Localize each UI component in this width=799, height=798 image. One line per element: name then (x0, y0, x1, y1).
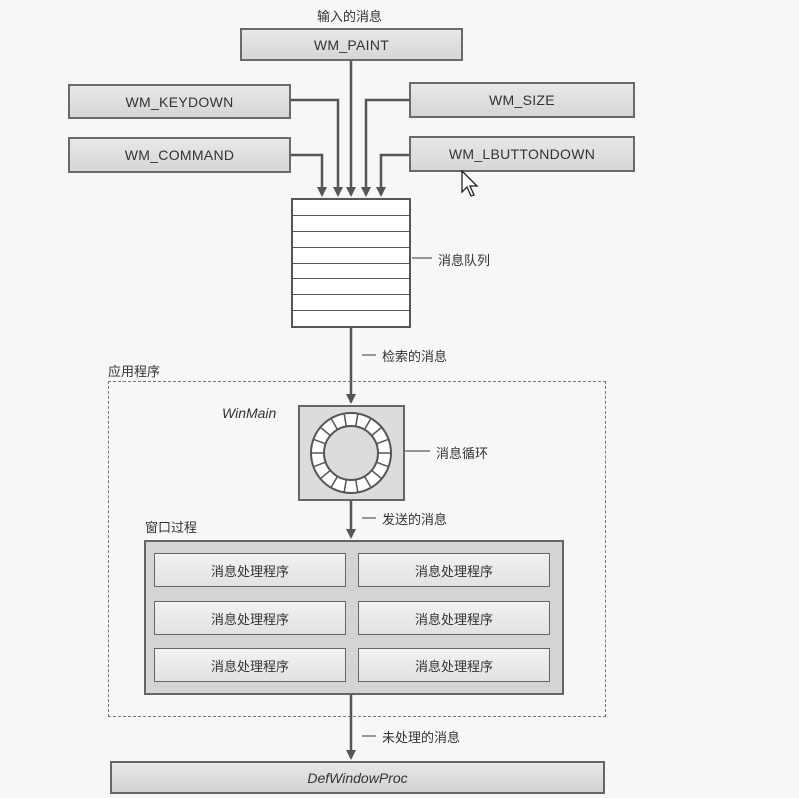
queue-slot (293, 295, 409, 312)
queue-slot (293, 216, 409, 232)
wm-size-box: WM_SIZE (409, 82, 635, 118)
message-loop-label: 消息循环 (436, 447, 489, 462)
sent-messages-label: 发送的消息 (382, 513, 448, 528)
mouse-cursor-icon (461, 170, 479, 197)
application-label: 应用程序 (108, 365, 161, 380)
message-handler: 消息处理程序 (358, 648, 550, 682)
wm-keydown-box: WM_KEYDOWN (68, 84, 291, 119)
arrow-command (290, 153, 327, 197)
queue-slot (293, 232, 409, 248)
queue-slot (293, 279, 409, 296)
queue-slot (293, 200, 409, 216)
application-region (108, 381, 606, 717)
message-handler: 消息处理程序 (154, 601, 346, 635)
retrieved-messages-label: 检索的消息 (382, 350, 448, 365)
wm-command-box: WM_COMMAND (68, 137, 291, 173)
arrow-keydown (290, 98, 343, 197)
message-handler: 消息处理程序 (154, 553, 346, 587)
window-procedure-label: 窗口过程 (145, 521, 198, 536)
wm-lbuttondown-box: WM_LBUTTONDOWN (409, 136, 635, 172)
message-handler: 消息处理程序 (358, 553, 550, 587)
arrow-lbuttondown (376, 153, 409, 197)
message-loop-ring-icon (310, 412, 392, 494)
arrow-size (361, 98, 409, 197)
input-messages-label: 输入的消息 (317, 10, 383, 25)
unprocessed-messages-label: 未处理的消息 (382, 731, 461, 746)
defwindowproc-box: DefWindowProc (110, 761, 605, 794)
message-handler: 消息处理程序 (358, 601, 550, 635)
message-queue (291, 198, 411, 328)
queue-slot (293, 311, 409, 326)
queue-slot (293, 248, 409, 264)
winmain-label: WinMain (222, 405, 277, 421)
message-handler: 消息处理程序 (154, 648, 346, 682)
wm-paint-box: WM_PAINT (240, 28, 463, 61)
message-queue-label: 消息队列 (438, 254, 491, 269)
queue-slot (293, 264, 409, 280)
